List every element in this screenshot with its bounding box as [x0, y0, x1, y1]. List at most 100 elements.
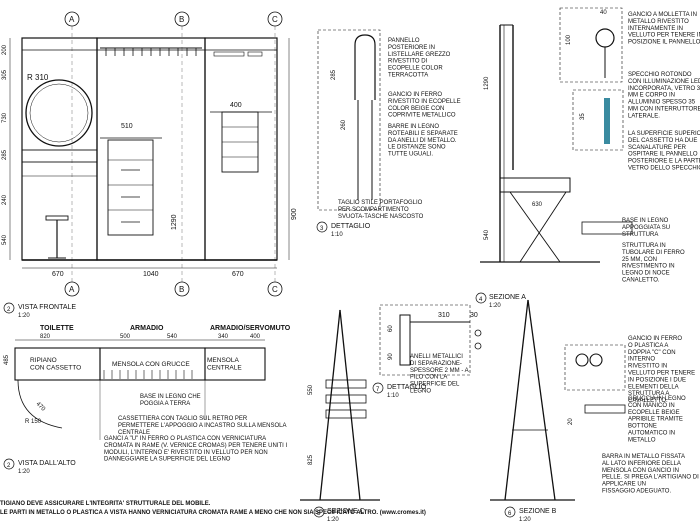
- section-mark-c-bottom: C: [267, 281, 283, 297]
- svg-text:C: C: [272, 285, 278, 294]
- svg-text:5: 5: [317, 511, 321, 517]
- vanity-drawer: [21, 149, 98, 163]
- section-c-leg: [319, 309, 341, 501]
- detail-7-title: DETTAGLIO: [387, 384, 427, 391]
- svg-text:1:20: 1:20: [18, 469, 30, 475]
- svg-text:540: 540: [484, 229, 490, 240]
- svg-text:35: 35: [580, 113, 586, 120]
- svg-text:825: 825: [308, 454, 314, 465]
- svg-text:310: 310: [438, 312, 450, 319]
- front-view-title: VISTA FRONTALE: [18, 304, 76, 311]
- stool-arc: [17, 379, 63, 429]
- top-view: TOILETTE ARMADIO ARMADIO/SERVOMUTO 820 5…: [3, 325, 291, 475]
- svg-text:400: 400: [250, 334, 261, 340]
- detail-3-title: DETTAGLIO: [331, 223, 371, 230]
- svg-text:4: 4: [479, 297, 483, 303]
- mensola-label: MENSOLA CON GRUCCE: [112, 361, 190, 368]
- section-b-title: SEZIONE B: [519, 508, 557, 515]
- toilette-frame: [21, 37, 98, 261]
- section-mark-b-bottom: B: [174, 281, 190, 297]
- dim-510: 510: [121, 123, 133, 130]
- svg-text:630: 630: [532, 202, 543, 208]
- svg-text:100: 100: [566, 34, 572, 45]
- top-centrale: [204, 347, 266, 381]
- svg-text:1:20: 1:20: [519, 517, 531, 523]
- svg-text:340: 340: [218, 334, 229, 340]
- svg-text:90: 90: [388, 353, 394, 360]
- svg-text:30: 30: [470, 312, 478, 319]
- svg-text:A: A: [69, 285, 75, 294]
- drawer-unit: [107, 139, 154, 236]
- svg-text:820: 820: [40, 334, 51, 340]
- footer-line-1: TIGIANO DEVE ASSICURARE L'INTEGRITA' STR…: [0, 501, 211, 507]
- svg-text:240: 240: [2, 194, 8, 205]
- svg-text:A: A: [69, 15, 75, 24]
- servomuto-frame: [204, 37, 278, 261]
- stool: [45, 215, 69, 221]
- mirror-radius: R 310: [27, 73, 49, 82]
- svg-text:B: B: [179, 15, 184, 24]
- svg-text:1290: 1290: [171, 214, 178, 230]
- hook-profile: [354, 34, 376, 100]
- section-c-title: SEZIONE C: [327, 508, 365, 515]
- svg-text:40: 40: [600, 10, 607, 16]
- svg-text:305: 305: [2, 69, 8, 80]
- clip-detail: [595, 28, 615, 48]
- armadio-frame: [96, 37, 206, 261]
- section-a-drawer: [499, 177, 571, 193]
- detail-7-bar: [399, 314, 411, 366]
- svg-text:1:20: 1:20: [18, 313, 30, 319]
- svg-text:200: 200: [2, 44, 8, 55]
- dim-670-right: 670: [232, 271, 244, 278]
- svg-text:550: 550: [308, 384, 314, 395]
- svg-text:7: 7: [376, 387, 380, 393]
- svg-text:3: 3: [320, 226, 324, 232]
- svg-text:6: 6: [508, 511, 512, 517]
- mirror-detail: [604, 98, 610, 144]
- dim-670-left: 670: [52, 271, 64, 278]
- svg-text:ARMADIO/SERVOMUTO: ARMADIO/SERVOMUTO: [210, 325, 291, 332]
- svg-text:1290: 1290: [484, 76, 490, 90]
- footer-line-2: LE PARTI IN METALLO O PLASTICA A VISTA H…: [0, 510, 426, 516]
- svg-text:1:20: 1:20: [327, 517, 339, 523]
- dim-1040: 1040: [143, 271, 159, 278]
- section-a: 1290 540 630 40 100 GANCIO A MOLLETTA IN…: [475, 7, 700, 309]
- top-view-title: VISTA DALL'ALTO: [18, 460, 76, 467]
- svg-text:485: 485: [4, 354, 10, 365]
- svg-text:C: C: [272, 15, 278, 24]
- svg-text:900: 900: [291, 208, 298, 220]
- section-mark-a-bottom: A: [64, 281, 80, 297]
- hanger-bars: [103, 370, 193, 379]
- svg-text:R 150: R 150: [25, 419, 42, 425]
- svg-text:1:20: 1:20: [489, 303, 501, 309]
- svg-text:500: 500: [120, 334, 131, 340]
- double-c-hook: [575, 353, 589, 367]
- svg-text:60: 60: [388, 325, 394, 332]
- dim-400: 400: [230, 102, 242, 109]
- svg-text:20: 20: [568, 418, 574, 425]
- svg-text:B: B: [179, 285, 184, 294]
- svg-text:TOILETTE: TOILETTE: [40, 325, 74, 332]
- svg-text:540: 540: [2, 234, 8, 245]
- svg-text:260: 260: [341, 119, 347, 130]
- svg-text:285: 285: [2, 149, 8, 160]
- hook-row: [105, 48, 197, 56]
- svg-text:540: 540: [167, 334, 178, 340]
